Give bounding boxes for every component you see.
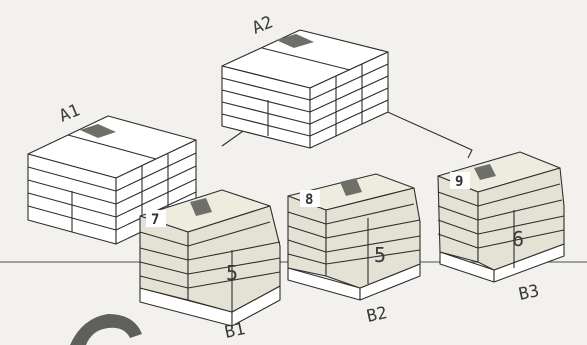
core-a2 (276, 34, 314, 48)
tag-b3: 9 (455, 174, 463, 190)
tag-b2: 8 (305, 192, 313, 208)
core-a1 (80, 124, 116, 138)
label-b3: B3 (517, 281, 541, 305)
floors-b3: 6 (512, 227, 524, 251)
cropped-dark-shape (70, 314, 142, 345)
floors-b2: 5 (374, 243, 386, 267)
tag-box-b2 (300, 190, 320, 207)
tag-b1: 7 (151, 212, 159, 228)
label-b1: B1 (223, 319, 247, 343)
building-b3: 9 6 B3 (437, 151, 565, 305)
tag-box-b1 (146, 210, 166, 227)
label-b2: B2 (365, 303, 389, 327)
building-a1: A1 (27, 100, 197, 245)
label-a2: A2 (249, 12, 275, 38)
core-b2 (340, 178, 362, 196)
core-b3 (474, 164, 496, 180)
label-a1: A1 (56, 100, 82, 126)
building-a2: A2 (221, 12, 389, 149)
tag-box-b3 (450, 172, 470, 189)
building-b2: 8 5 B2 (287, 173, 421, 327)
core-b1 (190, 198, 212, 216)
building-b1: 7 5 B1 (139, 189, 281, 343)
floors-b1: 5 (226, 261, 238, 285)
